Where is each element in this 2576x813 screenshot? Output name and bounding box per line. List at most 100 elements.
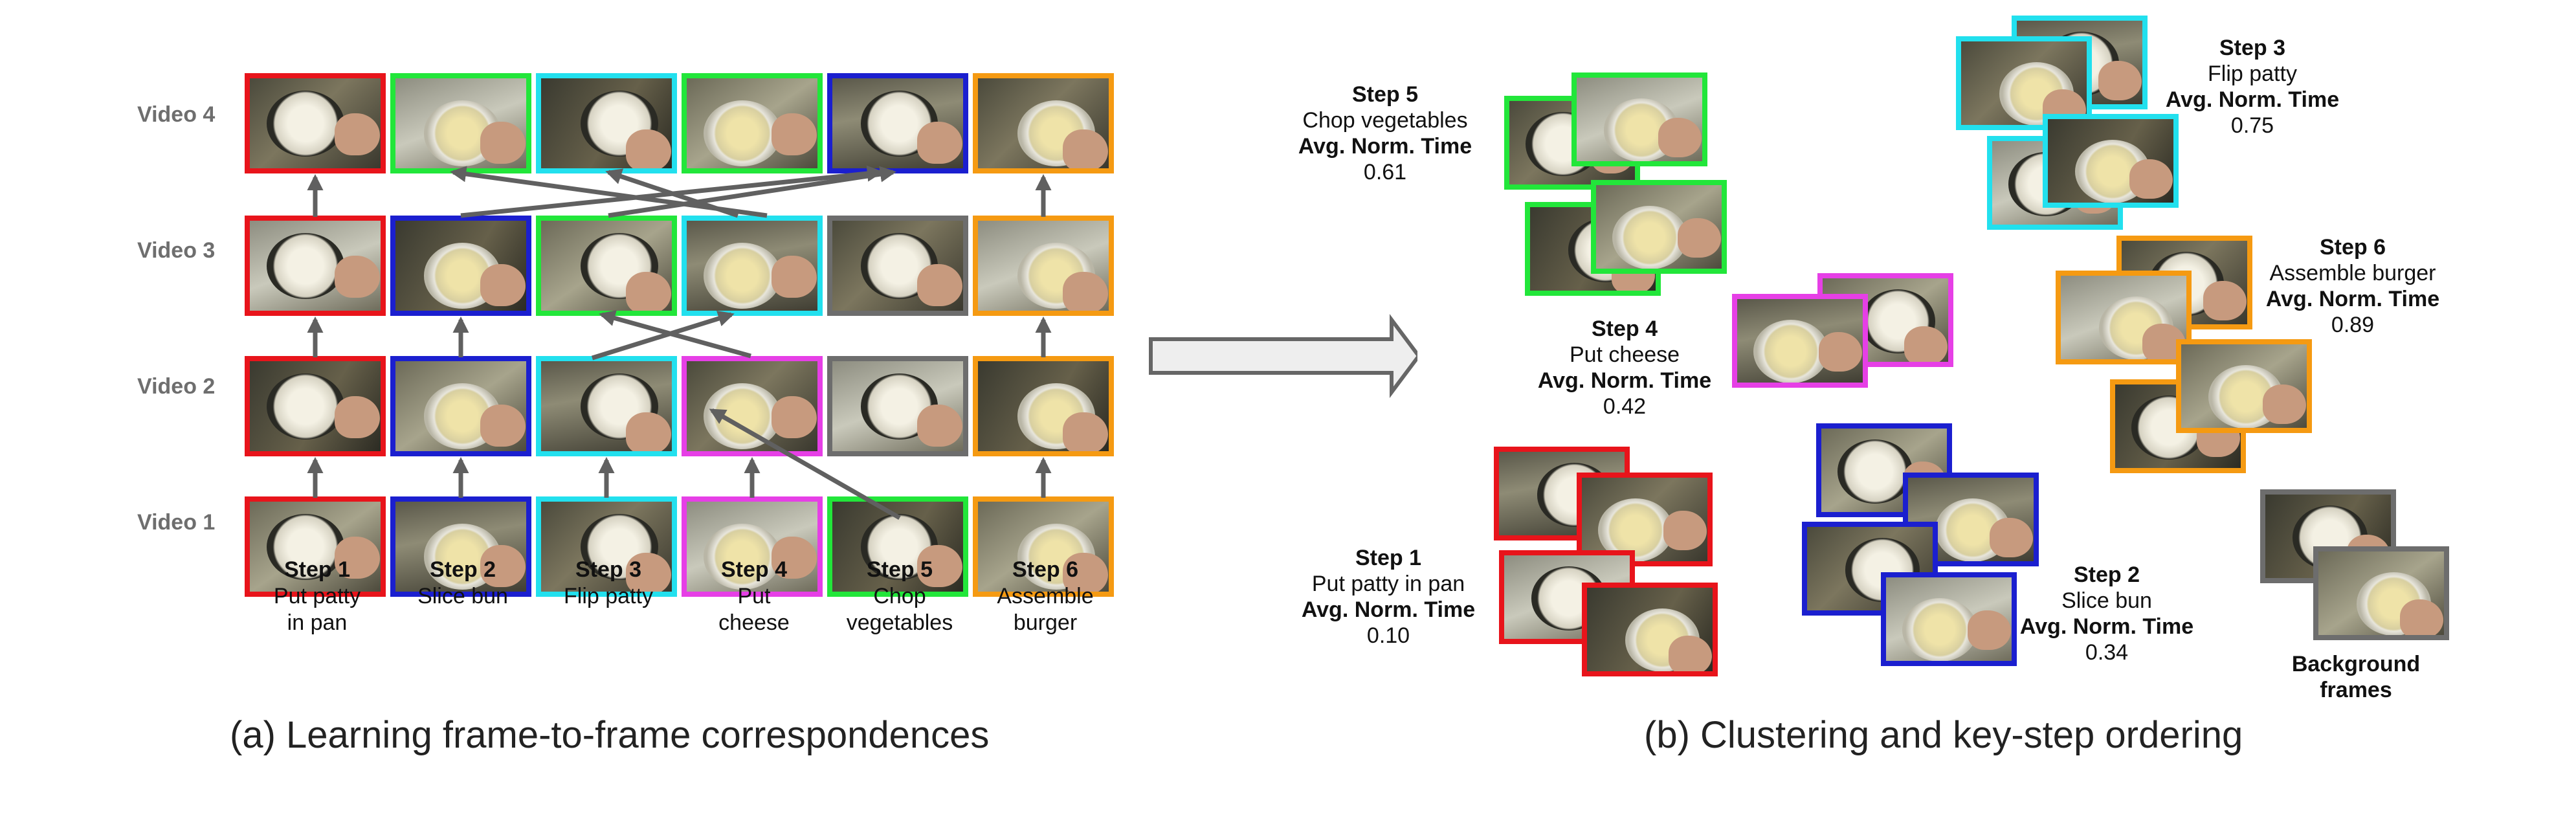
time-label: Avg. Norm. Time [2019,614,2194,639]
cluster-frame-step4 [1817,273,1953,367]
hand-shape [625,412,671,451]
plate-shape [267,90,345,157]
video-thumbnail [2061,276,2186,359]
hand-shape [2203,281,2247,321]
time-label: Avg. Norm. Time [1537,368,1712,393]
video-thumbnail [978,502,1109,592]
hand-shape [625,553,671,592]
grid-frame [827,73,968,173]
row-label-video-4: Video 4 [137,102,216,127]
video-thumbnail [1961,41,2087,125]
grid-frame [390,73,531,173]
hand-shape [2400,599,2444,635]
step-name-line1: Put [737,584,771,608]
row-label-video-2: Video 2 [137,374,216,399]
cluster-frame-step2 [1881,572,2017,666]
plate-shape [704,243,782,309]
cluster-name: Assemble burger [2269,261,2436,285]
hand-shape [334,113,380,156]
time-label: Avg. Norm. Time [1298,134,1472,159]
correspondence-arrow [608,166,896,218]
video-thumbnail [1582,478,1707,561]
correspondence-arrow [460,165,884,218]
grid-frame [245,496,386,597]
step-name-line2: vegetables [846,610,953,635]
step-title: Step 1 [283,557,351,582]
hand-shape [480,121,526,164]
background-label-line2: frames [2320,678,2392,702]
video-thumbnail [832,361,963,451]
hand-shape [1968,610,2012,650]
panel-b-caption: (b) Clustering and key-step ordering [1644,714,2243,756]
correspondence-arrow [599,310,751,359]
video-thumbnail [687,221,817,311]
hand-shape [625,129,671,168]
hand-shape [1062,553,1108,592]
grid-frame [827,356,968,456]
video-thumbnail [1587,588,1713,671]
video-thumbnail [250,502,381,592]
hand-shape [1062,129,1108,168]
cluster-time: 0.75 [2230,113,2274,138]
video-thumbnail [1737,299,1863,383]
correspondence-arrow [591,310,735,361]
plate-shape [1838,440,1913,504]
hand-shape [1658,118,1702,158]
step-label-1: Step 1 Put patty in pan [246,557,388,636]
hand-shape [1904,326,1948,362]
video-thumbnail [1908,478,2034,561]
step-label-4: Step 4 Put cheese [683,557,825,636]
cluster-frame-step5 [1571,72,1707,166]
cluster-label-step1: Step 1 Put patty in pan Avg. Norm. Time … [1285,545,1492,649]
video-thumbnail [1577,78,1702,161]
cluster-name: Put patty in pan [1311,572,1465,596]
plate-shape [267,232,345,299]
hand-shape [1678,217,1722,258]
cluster-name: Put cheese [1569,342,1680,367]
grid-frame [245,73,386,173]
cluster-time: 0.42 [1603,394,1647,419]
hand-shape [771,256,817,298]
video-thumbnail [1596,185,1722,269]
grid-frame [390,216,531,316]
hand-shape [771,396,817,439]
cluster-title: Step 5 [1351,82,1419,107]
hand-shape [1663,510,1707,550]
hand-shape [334,256,380,298]
grid-frame [536,216,677,316]
step-label-2: Step 2 Slice bun [392,557,534,610]
hand-shape [2098,61,2142,101]
plate-shape [1902,597,1977,661]
cluster-frame-step1 [1577,473,1713,566]
grid-frame [682,356,823,456]
hand-shape [916,544,962,587]
video-thumbnail [2181,344,2307,428]
video-thumbnail [250,361,381,451]
background-label-line1: Background [2291,652,2421,676]
step-name-line1: Assemble [997,584,1094,608]
grid-frame [682,73,823,173]
video-thumbnail [395,502,526,592]
video-thumbnail [1823,278,1948,362]
grid-frame [536,496,677,597]
time-label: Avg. Norm. Time [2265,287,2440,311]
video-thumbnail [1886,577,2012,661]
grid-frame [245,216,386,316]
hand-shape [1990,518,2034,558]
row-label-video-3: Video 3 [137,238,216,263]
step-title: Step 5 [866,557,933,582]
video-thumbnail [395,78,526,168]
grid-frame [536,73,677,173]
video-thumbnail [541,221,672,311]
cluster-label-step6: Step 6 Assemble burger Avg. Norm. Time 0… [2249,234,2456,338]
video-thumbnail [978,78,1109,168]
cluster-name: Chop vegetables [1302,108,1468,133]
hand-shape [1819,331,1863,372]
grid-frame [682,216,823,316]
hand-shape [916,121,962,164]
cluster-frame-step2 [1903,473,2039,566]
hand-shape [2129,159,2173,199]
video-thumbnail [250,78,381,168]
time-label: Avg. Norm. Time [2165,87,2340,112]
